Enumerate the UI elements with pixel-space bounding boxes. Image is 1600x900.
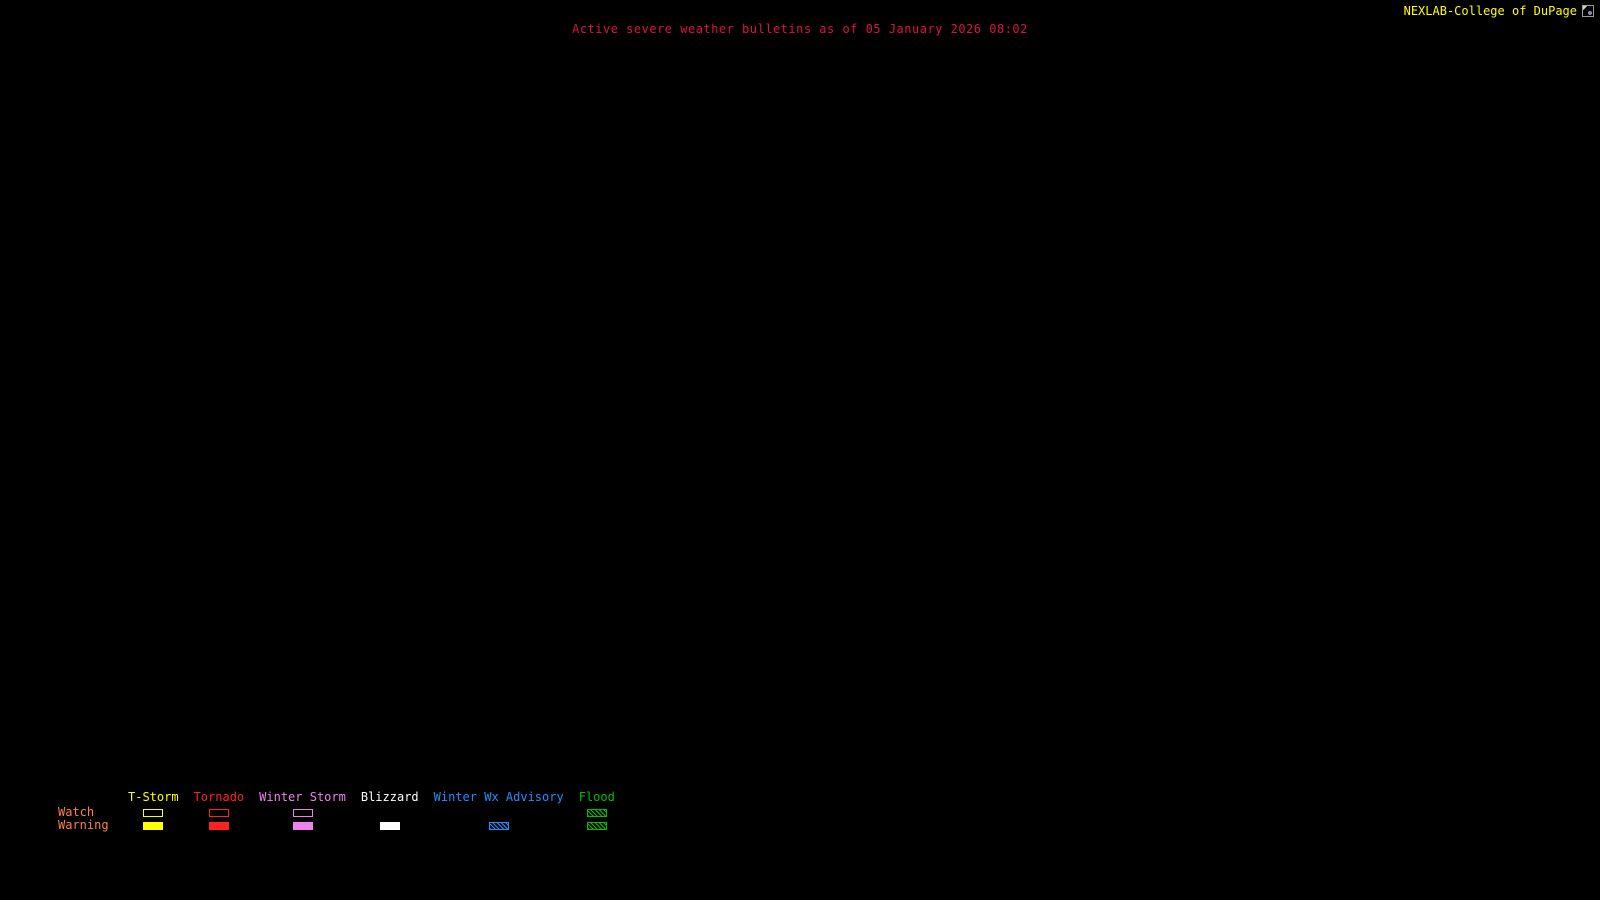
watch-swatch (292, 808, 313, 817)
warning-swatch-slot (259, 819, 346, 832)
legend-column-winter-wx-advisory: Winter Wx Advisory (434, 790, 564, 832)
watch-swatch-slot (194, 806, 245, 819)
legend-column-label: T-Storm (128, 790, 179, 804)
legend-column-label: Winter Wx Advisory (433, 790, 564, 804)
cod-logo-icon (1582, 5, 1594, 17)
legend-columns: T-Storm Tornado Winter Storm Blizzard Winter… (128, 790, 615, 832)
watch-swatch (208, 808, 229, 817)
bulletin-title: Active severe weather bulletins as of 05… (572, 22, 1028, 36)
watch-swatch-slot (361, 806, 419, 819)
warning-swatch-slot (194, 819, 245, 832)
watch-row-label: Watch (58, 805, 95, 819)
warning-row-label: Warning (58, 818, 109, 832)
warning-swatch (208, 821, 229, 830)
legend-column-label: Flood (578, 790, 615, 804)
legend-column-label: Blizzard (360, 790, 419, 804)
legend-header-spacer (58, 790, 110, 806)
watch-swatch-slot (259, 806, 346, 819)
legend-column-t-storm: T-Storm (128, 790, 179, 832)
legend-column-label: Winter Storm (259, 790, 346, 804)
legend-column-tornado: Tornado (193, 790, 245, 832)
warning-swatch-slot (434, 819, 564, 832)
legend-column-blizzard: Blizzard (361, 790, 419, 832)
warning-swatch (488, 821, 509, 830)
watch-swatch (586, 808, 607, 817)
legend-column-flood: Flood (579, 790, 615, 832)
legend-column-winter-storm: Winter Storm (259, 790, 346, 832)
warning-swatch-slot (361, 819, 419, 832)
warning-swatch (292, 821, 313, 830)
watch-swatch-slot (128, 806, 179, 819)
watch-swatch-slot (579, 806, 615, 819)
warning-swatch-slot (128, 819, 179, 832)
warning-swatch (586, 821, 607, 830)
brand: NEXLAB-College of DuPage (1404, 4, 1594, 18)
brand-text: NEXLAB-College of DuPage (1403, 4, 1577, 18)
watch-swatch (143, 808, 164, 817)
legend-row-labels: Watch Warning (58, 790, 110, 832)
warning-swatch (143, 821, 164, 830)
legend-column-label: Tornado (193, 790, 245, 804)
watch-swatch-slot (434, 806, 564, 819)
legend: Watch Warning T-Storm Tornado Winter Storm… (58, 790, 615, 832)
warning-swatch (379, 821, 400, 830)
warning-swatch-slot (579, 819, 615, 832)
